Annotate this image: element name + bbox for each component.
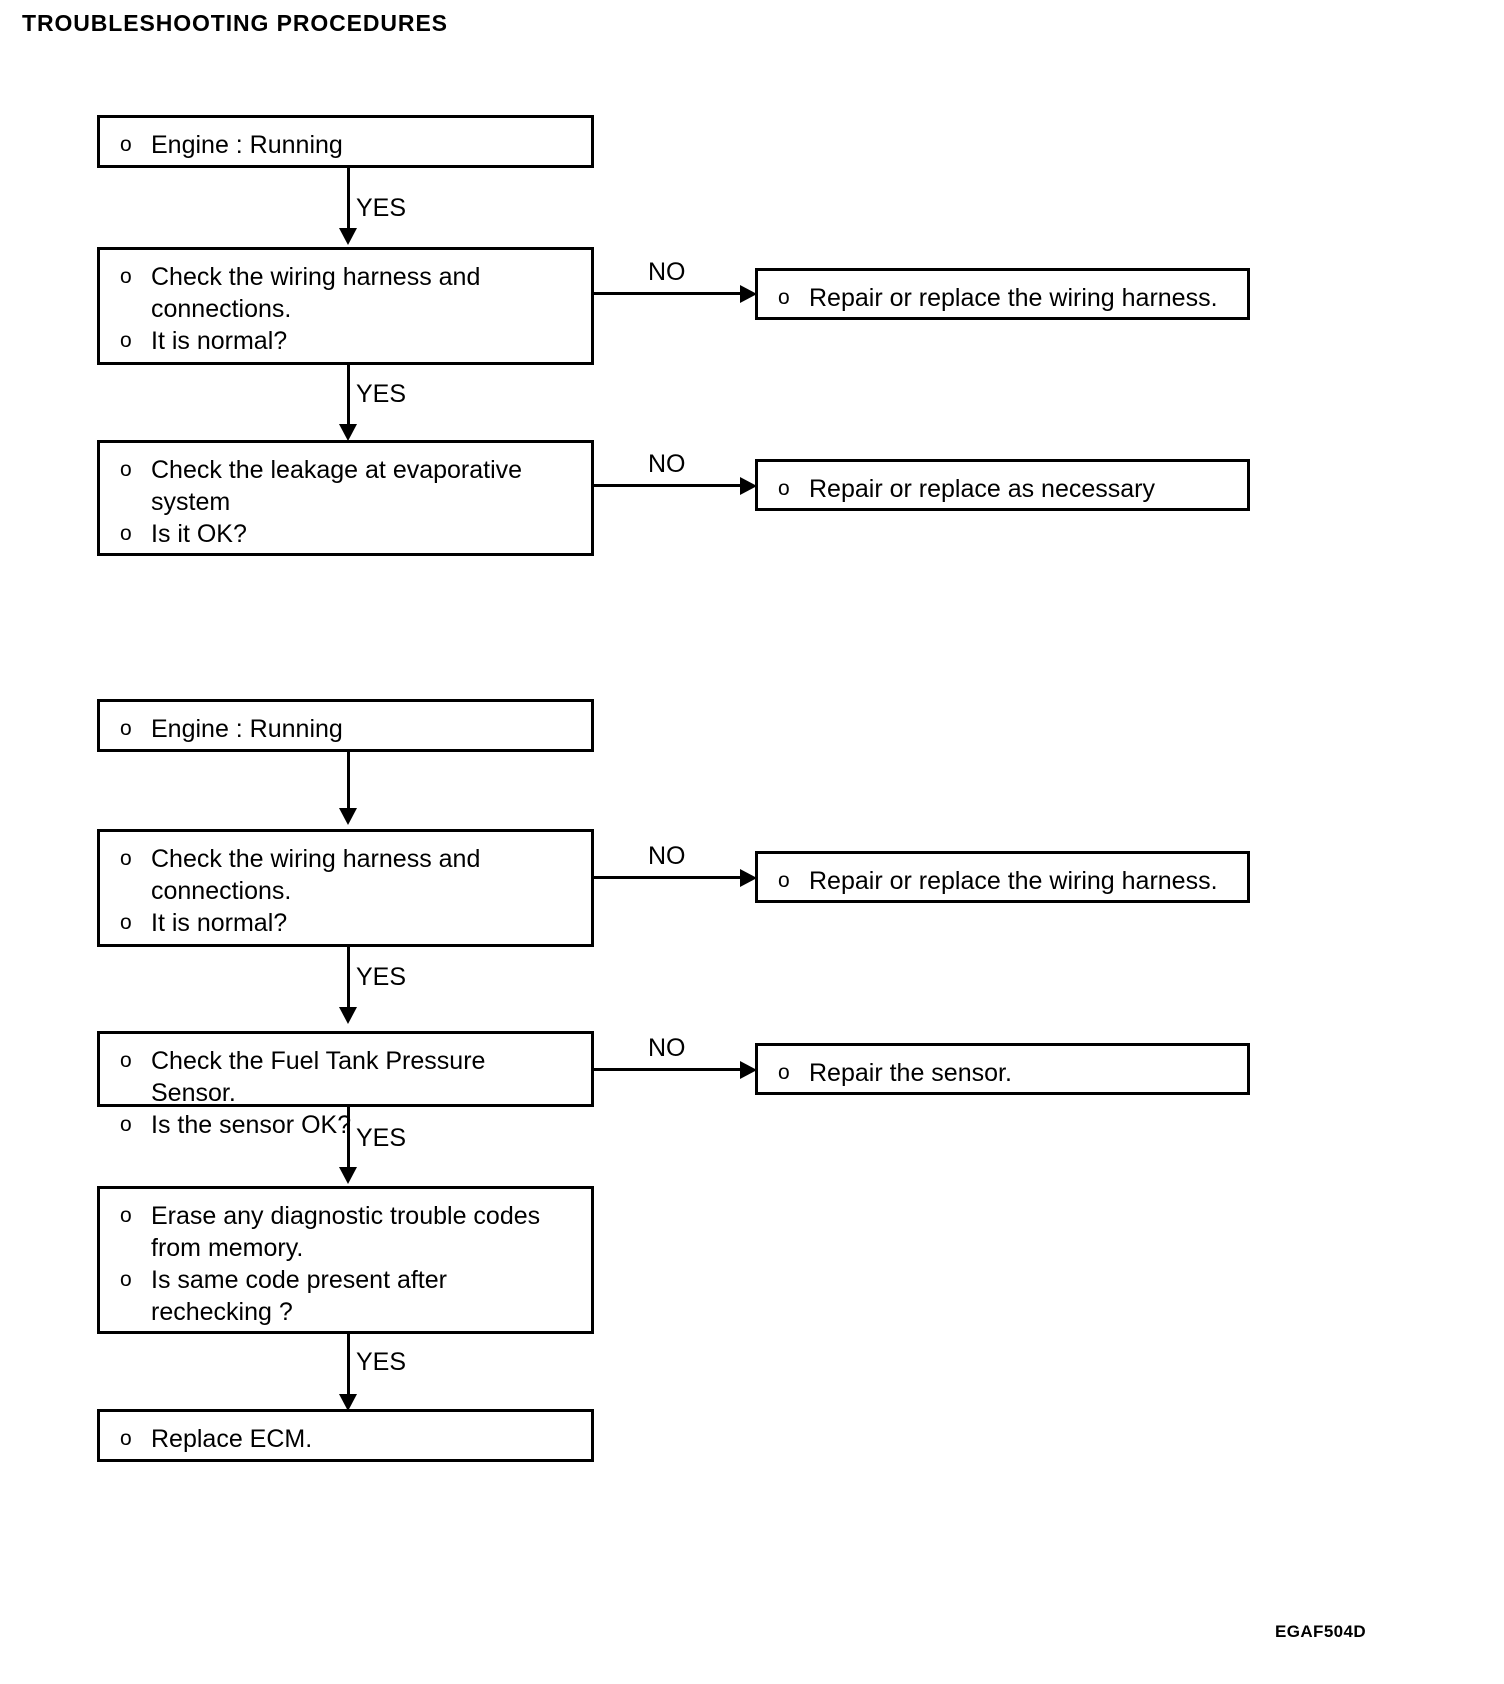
box-line: o Erase any diagnostic trouble codes fro…: [114, 1200, 577, 1264]
connector-arrow-icon: [339, 1167, 357, 1184]
connector-arrow-icon: [740, 285, 757, 303]
box-line-text: Replace ECM.: [151, 1425, 313, 1453]
box-line: o Check the wiring harness and connectio…: [114, 843, 577, 907]
bullet-glyph: o: [120, 265, 132, 288]
bullet-glyph: o: [120, 1427, 132, 1450]
bullet-glyph: o: [120, 133, 132, 156]
connector-arrow-icon: [339, 808, 357, 825]
connector-arrow-icon: [339, 1394, 357, 1411]
box-line: o Check the wiring harness and connectio…: [114, 261, 577, 325]
box-line-text: Is it OK?: [151, 520, 247, 548]
edge-label-no: NO: [648, 842, 686, 870]
box-line: o It is normal?: [114, 325, 577, 357]
repair-wiring-harness-box: o Repair or replace the wiring harness.: [755, 268, 1250, 320]
connector-line: [347, 1107, 350, 1179]
connector-line: [594, 1068, 748, 1071]
bullet-glyph: o: [120, 1204, 132, 1227]
box-line-text: Check the wiring harness and connections…: [151, 263, 481, 323]
connector-arrow-icon: [339, 1007, 357, 1024]
connector-line: [347, 365, 350, 437]
box-line-text: Engine : Running: [151, 131, 343, 159]
edge-label-yes: YES: [356, 380, 407, 408]
repair-the-sensor-box: o Repair the sensor.: [755, 1043, 1250, 1095]
box-line-text: Erase any diagnostic trouble codes from …: [151, 1202, 541, 1262]
connector-arrow-icon: [740, 869, 757, 887]
page-title: TROUBLESHOOTING PROCEDURES: [22, 10, 448, 36]
box-line: o Repair the sensor.: [772, 1057, 1233, 1089]
bullet-glyph: o: [120, 458, 132, 481]
bullet-glyph: o: [120, 847, 132, 870]
box-line-text: Engine : Running: [151, 715, 343, 743]
check-wiring-harness-box: o Check the wiring harness and connectio…: [97, 829, 594, 947]
box-line: o Is it OK?: [114, 518, 577, 550]
check-evaporative-leakage-box: o Check the leakage at evaporative syste…: [97, 440, 594, 556]
connector-arrow-icon: [339, 228, 357, 245]
box-line-text: It is normal?: [151, 909, 288, 937]
box-line: o Repair or replace the wiring harness.: [772, 865, 1233, 897]
figure-reference-code: EGAF504D: [1275, 1622, 1367, 1641]
bullet-glyph: o: [778, 286, 790, 309]
box-line-text: Repair or replace the wiring harness.: [809, 284, 1218, 312]
bullet-glyph: o: [778, 1061, 790, 1084]
connector-line: [347, 752, 350, 821]
bullet-glyph: o: [120, 1049, 132, 1072]
edge-label-no: NO: [648, 450, 686, 478]
connector-line: [594, 292, 748, 295]
box-line-text: Repair or replace the wiring harness.: [809, 867, 1218, 895]
bullet-glyph: o: [120, 1113, 132, 1136]
connector-arrow-icon: [740, 1061, 757, 1079]
box-line: o It is normal?: [114, 907, 577, 939]
edge-label-yes: YES: [356, 1348, 407, 1376]
edge-label-yes: YES: [356, 194, 407, 222]
box-line: o Replace ECM.: [114, 1423, 577, 1455]
box-line-text: Check the Fuel Tank Pressure Sensor.: [151, 1047, 493, 1107]
replace-ecm-box: o Replace ECM.: [97, 1409, 594, 1462]
box-line: o Is same code present after rechecking …: [114, 1264, 577, 1328]
connector-line: [347, 947, 350, 1019]
box-line-text: Check the leakage at evaporative system: [151, 456, 523, 516]
connector-arrow-icon: [339, 424, 357, 441]
bullet-glyph: o: [120, 1268, 132, 1291]
box-line-text: Repair or replace as necessary: [809, 475, 1155, 503]
engine-running-box: o Engine : Running: [97, 115, 594, 168]
box-line: o Check the Fuel Tank Pressure Sensor.: [114, 1045, 577, 1109]
box-line: o Check the leakage at evaporative syste…: [114, 454, 577, 518]
box-line: o Engine : Running: [114, 129, 577, 161]
edge-label-no: NO: [648, 1034, 686, 1062]
box-line-text: It is normal?: [151, 327, 288, 355]
bullet-glyph: o: [120, 329, 132, 352]
bullet-glyph: o: [120, 522, 132, 545]
box-line: o Is the sensor OK?: [114, 1109, 577, 1141]
edge-label-yes: YES: [356, 1124, 407, 1152]
repair-wiring-harness-box: o Repair or replace the wiring harness.: [755, 851, 1250, 903]
connector-line: [347, 168, 350, 240]
bullet-glyph: o: [778, 869, 790, 892]
box-line-text: Repair the sensor.: [809, 1059, 1012, 1087]
bullet-glyph: o: [120, 717, 132, 740]
box-line-text: Is the sensor OK?: [151, 1111, 352, 1139]
engine-running-box: o Engine : Running: [97, 699, 594, 752]
edge-label-yes: YES: [356, 963, 407, 991]
box-line-text: Is same code present after rechecking ?: [151, 1266, 447, 1326]
bullet-glyph: o: [120, 911, 132, 934]
connector-arrow-icon: [740, 477, 757, 495]
erase-trouble-codes-box: o Erase any diagnostic trouble codes fro…: [97, 1186, 594, 1334]
box-line: o Repair or replace the wiring harness.: [772, 282, 1233, 314]
connector-line: [594, 876, 748, 879]
connector-line: [347, 1334, 350, 1406]
connector-line: [594, 484, 748, 487]
box-line-text: Check the wiring harness and connections…: [151, 845, 481, 905]
box-line: o Engine : Running: [114, 713, 577, 745]
edge-label-no: NO: [648, 258, 686, 286]
repair-as-necessary-box: o Repair or replace as necessary: [755, 459, 1250, 511]
check-fuel-tank-pressure-sensor-box: o Check the Fuel Tank Pressure Sensor. o…: [97, 1031, 594, 1139]
check-wiring-harness-box: o Check the wiring harness and connectio…: [97, 247, 594, 365]
bullet-glyph: o: [778, 477, 790, 500]
box-line: o Repair or replace as necessary: [772, 473, 1233, 505]
